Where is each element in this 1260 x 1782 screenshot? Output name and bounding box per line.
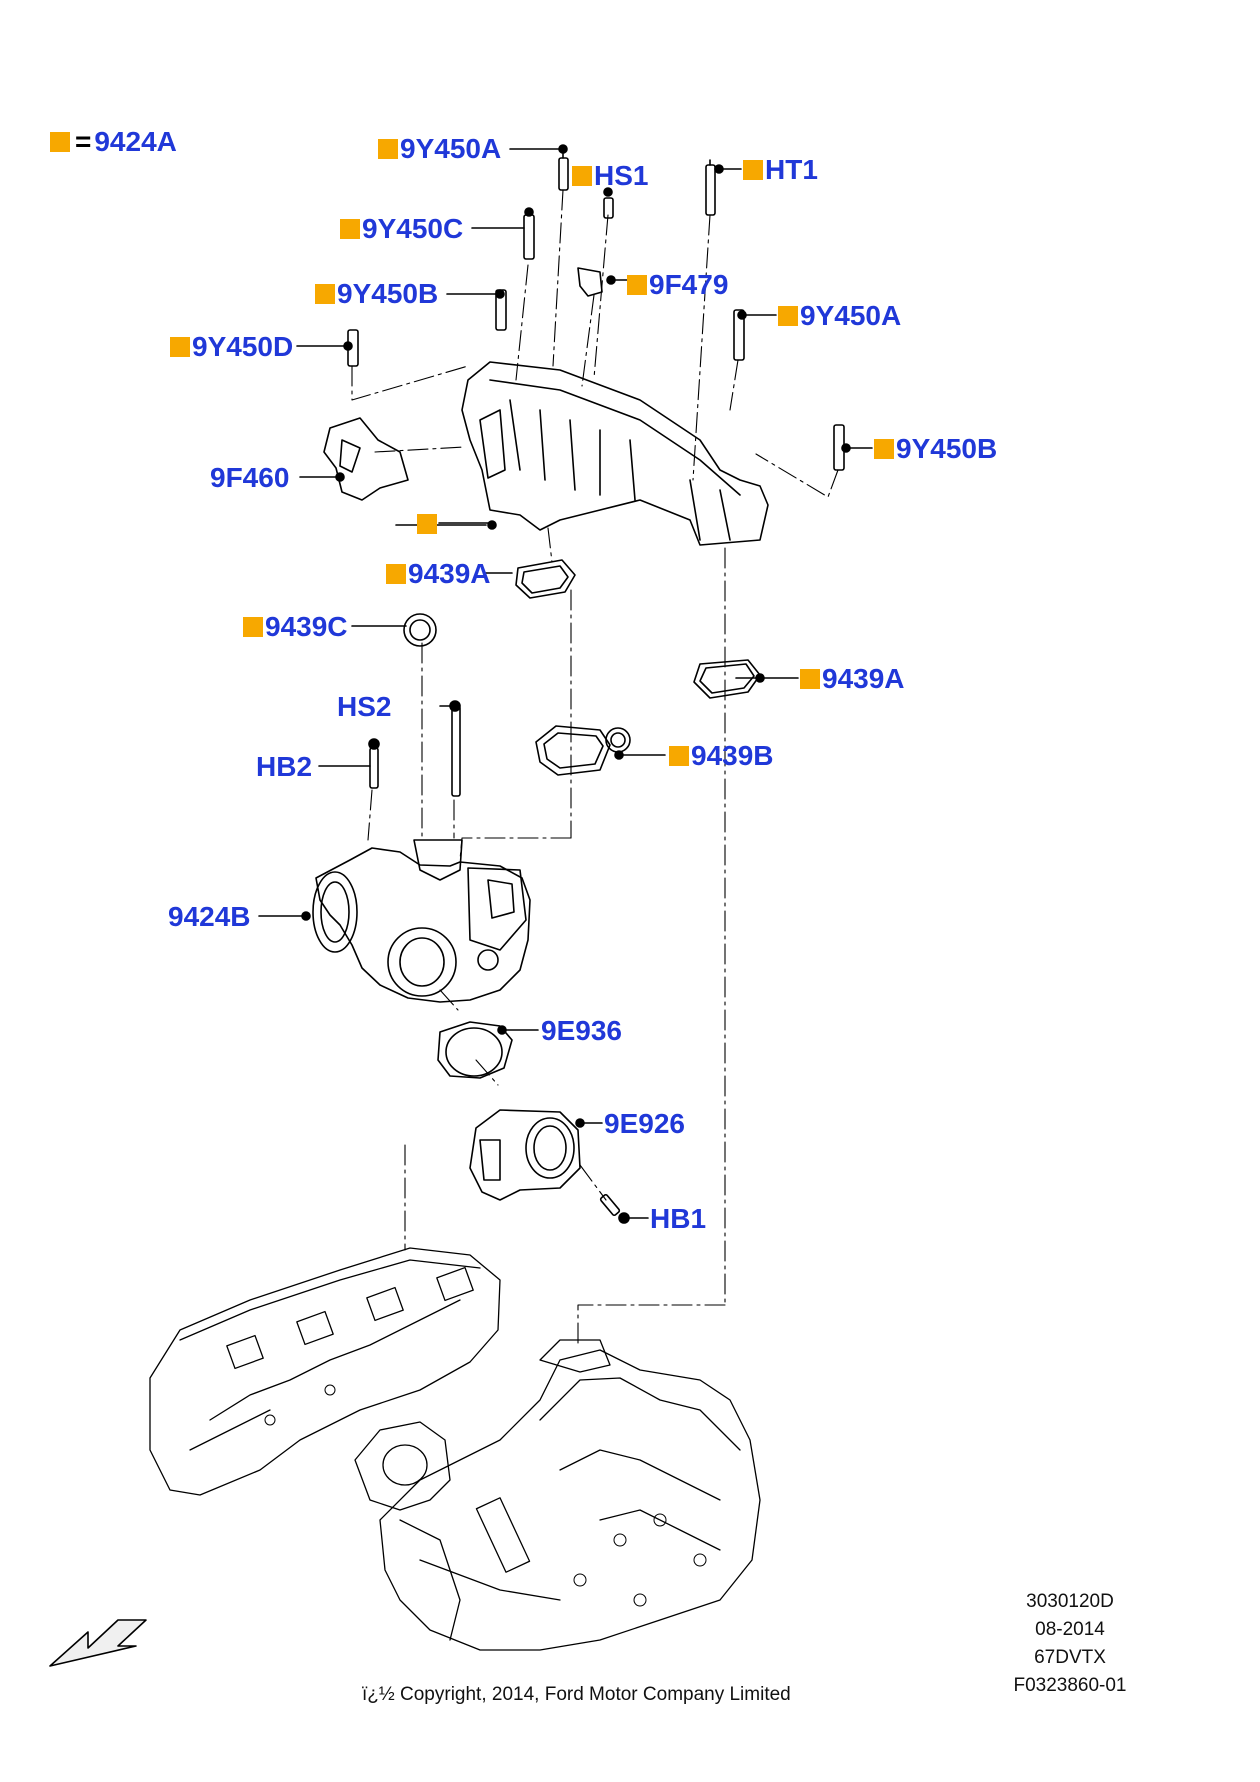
callout-ht1[interactable]: HT1 xyxy=(743,156,818,184)
callout-marker xyxy=(170,337,190,357)
callout-label: 9F460 xyxy=(210,462,290,493)
gasket-9e936-part xyxy=(437,1021,513,1079)
callout-9e926[interactable]: 9E926 xyxy=(604,1110,685,1138)
drawing-model: 67DVTX xyxy=(1034,1647,1106,1668)
callout-label: 9439C xyxy=(265,611,348,642)
gasket-9439a-lower-part xyxy=(693,659,765,699)
callout-label: 9E936 xyxy=(541,1015,622,1046)
callout-label: HB1 xyxy=(650,1203,707,1234)
callout-label: 9439B xyxy=(691,740,774,771)
callout-9439a-lower[interactable]: 9439A xyxy=(800,665,905,693)
arrow-icon xyxy=(49,1619,147,1667)
callout-marker xyxy=(572,166,592,186)
bolt-hs2-part xyxy=(449,700,461,797)
callout-hb1[interactable]: HB1 xyxy=(650,1205,706,1233)
gasket-9439b-part xyxy=(535,725,631,776)
callout-marker xyxy=(778,306,798,326)
callout-label: 9Y450A xyxy=(400,133,502,164)
callout-label: 9439A xyxy=(822,663,905,694)
callout-hb2[interactable]: HB2 xyxy=(256,753,312,781)
sensor-ht1-part xyxy=(705,159,724,216)
callout-hs2[interactable]: HS2 xyxy=(337,693,391,721)
callout-marker xyxy=(743,160,763,180)
callout-label: 9439A xyxy=(408,558,491,589)
upper-intake-manifold-part xyxy=(461,361,769,546)
callout-marker xyxy=(627,275,647,295)
callout-label: 9Y450A xyxy=(800,300,902,331)
glow-plug-9y450d-part xyxy=(343,329,359,367)
gasket-9f460-part xyxy=(323,417,409,501)
callout-9y450b-right[interactable]: 9Y450B xyxy=(874,435,997,463)
callout-label: HS1 xyxy=(594,160,649,191)
inlet-housing-9424b-part xyxy=(301,839,531,1003)
callout-marker xyxy=(417,514,437,534)
callout-label: 9F479 xyxy=(649,269,729,300)
drawing-figure: F0323860-01 xyxy=(1013,1675,1127,1696)
callout-9439c[interactable]: 9439C xyxy=(243,613,348,641)
glow-plug-9y450b-right-part xyxy=(833,424,851,471)
legend-marker xyxy=(50,132,70,152)
legend-equals: = xyxy=(75,126,92,157)
bolt-hb2-part xyxy=(368,738,380,789)
bolt-hb1-part xyxy=(599,1194,630,1224)
callout-marker xyxy=(800,669,820,689)
callout-marker xyxy=(315,284,335,304)
seal-9439c-part xyxy=(403,613,437,647)
glow-plug-9y450c-part xyxy=(523,207,535,260)
callout-marker xyxy=(669,746,689,766)
alignment-lines xyxy=(351,189,839,1349)
callout-label: 9Y450B xyxy=(337,278,439,309)
sensor-hs1-part xyxy=(603,187,614,219)
drawing-date: 08-2014 xyxy=(1035,1619,1105,1640)
glow-plug-9y450a-right-part xyxy=(733,309,747,361)
callout-manifold[interactable] xyxy=(417,514,439,534)
callout-9f479[interactable]: 9F479 xyxy=(627,271,728,299)
throttle-body-9e926-part xyxy=(469,1109,585,1201)
callout-9y450a-top[interactable]: 9Y450A xyxy=(378,135,501,163)
callout-9y450a-right[interactable]: 9Y450A xyxy=(778,302,901,330)
legend: = 9424A xyxy=(50,128,177,156)
callout-9f460[interactable]: 9F460 xyxy=(210,464,289,492)
callout-9y450d[interactable]: 9Y450D xyxy=(170,333,293,361)
callout-9439a-upper[interactable]: 9439A xyxy=(386,560,491,588)
legend-part: 9424A xyxy=(94,126,177,157)
callout-label: HT1 xyxy=(765,154,818,185)
callout-label: HB2 xyxy=(256,751,313,782)
callout-marker xyxy=(386,564,406,584)
drawing-code: 3030120D xyxy=(1026,1591,1114,1612)
callout-9e936[interactable]: 9E936 xyxy=(541,1017,622,1045)
callout-9424b[interactable]: 9424B xyxy=(168,903,251,931)
gasket-9439a-upper-part xyxy=(515,559,576,599)
callout-9y450b-left[interactable]: 9Y450B xyxy=(315,280,438,308)
callout-hs1[interactable]: HS1 xyxy=(572,162,648,190)
glow-plug-9y450a-top-part xyxy=(558,144,569,191)
callout-label: 9Y450D xyxy=(192,331,294,362)
copyright-text: ï¿½ Copyright, 2014, Ford Motor Company … xyxy=(362,1684,791,1705)
callout-marker xyxy=(243,617,263,637)
callout-label: 9E926 xyxy=(604,1108,685,1139)
drawing-info: 3030120D 08-2014 67DVTX F0323860-01 xyxy=(985,1588,1155,1700)
callout-marker xyxy=(378,139,398,159)
engine-detail-marks xyxy=(264,1384,707,1607)
callout-label: 9424B xyxy=(168,901,251,932)
callout-label: HS2 xyxy=(337,691,392,722)
callout-9439b[interactable]: 9439B xyxy=(669,742,774,770)
callout-marker xyxy=(874,439,894,459)
callout-marker xyxy=(340,219,360,239)
callout-label: 9Y450C xyxy=(362,213,464,244)
callout-9y450c[interactable]: 9Y450C xyxy=(340,215,463,243)
glow-plug-9y450b-left-part xyxy=(495,289,507,331)
sensor-9f479-part xyxy=(577,267,616,297)
callout-label: 9Y450B xyxy=(896,433,998,464)
engine-assembly-part xyxy=(149,1247,761,1651)
